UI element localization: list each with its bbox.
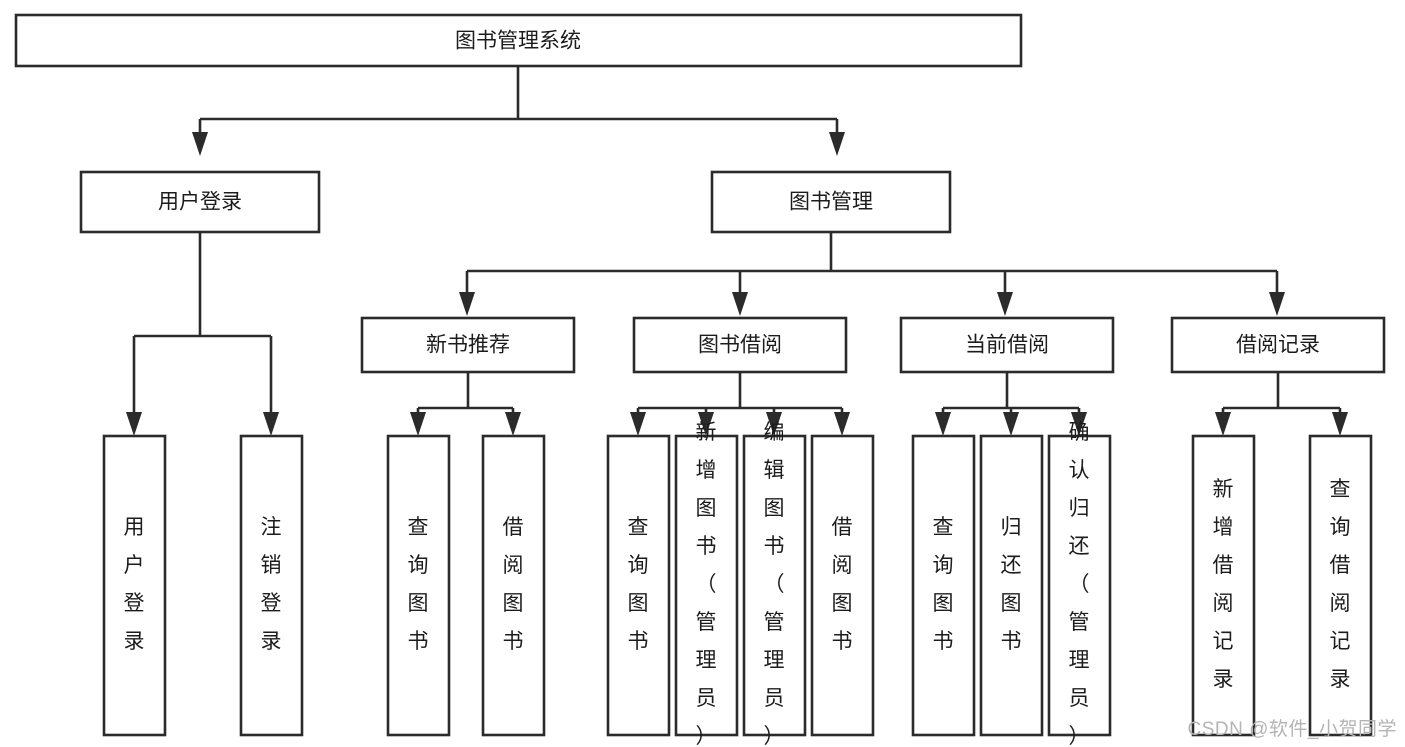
node-root-label: 图书管理系统 — [455, 30, 581, 53]
node-book-borrow-label: 图书借阅 — [698, 334, 782, 357]
leaf-book-borrow-2[interactable]: 编辑图书（管理员） — [742, 421, 807, 747]
leaf-user-login-1[interactable]: 注销登录 — [239, 434, 304, 737]
leaf-borrow-record-1-box[interactable] — [1308, 434, 1373, 737]
connector-group-root — [192, 66, 845, 156]
node-current-borrow-label: 当前借阅 — [965, 334, 1049, 357]
arrow-head-user-login-leaf-0 — [126, 412, 142, 436]
connector-group-new-book-recommend — [410, 372, 521, 436]
arrow-head-bb-leaf-3 — [834, 412, 850, 436]
leaf-book-borrow-1-label: 新增图书（管理员） — [696, 421, 717, 747]
arrow-head-br-leaf-1 — [1332, 412, 1348, 436]
node-user-login-label: 用户登录 — [158, 191, 242, 214]
leaf-borrow-record-1[interactable]: 查询借阅记录 — [1308, 434, 1373, 737]
leaf-new-book-recommend-0[interactable]: 查询图书 — [386, 434, 451, 737]
leaf-new-book-recommend-0-label: 查询图书 — [408, 516, 429, 653]
node-borrow-record-box[interactable] — [1170, 316, 1386, 374]
node-book-manage-box[interactable] — [710, 170, 952, 234]
leaf-user-login-0-box[interactable] — [102, 434, 167, 737]
leaf-current-borrow-0-box[interactable] — [911, 434, 976, 737]
arrow-head-level3-3 — [1269, 292, 1285, 316]
leaf-book-borrow-0[interactable]: 查询图书 — [606, 434, 671, 737]
leaf-current-borrow-1-label: 归还图书 — [1001, 516, 1022, 653]
leaf-borrow-record-0-box[interactable] — [1191, 434, 1256, 737]
arrow-head-cb-leaf-2 — [1071, 412, 1087, 436]
node-borrow-record[interactable]: 借阅记录 — [1170, 316, 1386, 374]
leaf-book-borrow-1-box[interactable] — [674, 434, 739, 737]
leaf-current-borrow-2-box[interactable] — [1047, 434, 1112, 737]
leaf-new-book-recommend-1-box[interactable] — [481, 434, 546, 737]
leaf-book-borrow-2-box[interactable] — [742, 434, 807, 737]
node-borrow-record-label: 借阅记录 — [1236, 334, 1320, 357]
node-book-borrow-box[interactable] — [632, 316, 848, 374]
csdn-watermark: CSDN @软件_小贺同学 — [1187, 719, 1397, 740]
connector-group-book-borrow — [630, 372, 850, 436]
connector-group-book-manage — [459, 232, 1285, 316]
leaf-book-borrow-0-box[interactable] — [606, 434, 671, 737]
arrow-head-br-leaf-0 — [1215, 412, 1231, 436]
leaf-borrow-record-0-label: 新增借阅记录 — [1213, 478, 1234, 691]
node-new-book-recommend-box[interactable] — [360, 316, 576, 374]
arrow-head-cb-leaf-1 — [1003, 412, 1019, 436]
leaf-book-borrow-3[interactable]: 借阅图书 — [810, 434, 875, 737]
node-root-box[interactable] — [14, 13, 1023, 68]
node-book-manage[interactable]: 图书管理 — [710, 170, 952, 234]
connector-group-user-login — [126, 232, 279, 436]
leaf-user-login-1-box[interactable] — [239, 434, 304, 737]
arrow-head-book-manage — [829, 132, 845, 156]
node-new-book-recommend[interactable]: 新书推荐 — [360, 316, 576, 374]
leaf-borrow-record-0[interactable]: 新增借阅记录 — [1191, 434, 1256, 737]
node-current-borrow[interactable]: 当前借阅 — [899, 316, 1115, 374]
leaf-user-login-1-label: 注销登录 — [261, 516, 282, 653]
arrow-head-nbr-leaf-0 — [410, 412, 426, 436]
leaf-book-borrow-3-label: 借阅图书 — [832, 516, 853, 653]
leaf-current-borrow-0-label: 查询图书 — [933, 516, 954, 653]
arrow-head-cb-leaf-0 — [935, 412, 951, 436]
leaf-user-login-0-label: 用户登录 — [124, 516, 145, 653]
leaf-user-login-0[interactable]: 用户登录 — [102, 434, 167, 737]
leaf-current-borrow-0[interactable]: 查询图书 — [911, 434, 976, 737]
leaf-new-book-recommend-1[interactable]: 借阅图书 — [481, 434, 546, 737]
arrow-head-level3-2 — [997, 292, 1013, 316]
node-book-manage-label: 图书管理 — [789, 191, 873, 214]
leaf-book-borrow-3-box[interactable] — [810, 434, 875, 737]
connector-group-current-borrow — [935, 372, 1087, 436]
leaf-book-borrow-2-label: 编辑图书（管理员） — [764, 421, 785, 747]
arrow-head-nbr-leaf-1 — [505, 412, 521, 436]
arrow-head-user-login-leaf-1 — [263, 412, 279, 436]
arrow-head-bb-leaf-1 — [698, 412, 714, 436]
arrow-head-user-login — [192, 132, 208, 156]
arrow-head-bb-leaf-0 — [630, 412, 646, 436]
node-user-login[interactable]: 用户登录 — [79, 170, 321, 234]
leaf-book-borrow-1[interactable]: 新增图书（管理员） — [674, 421, 739, 747]
leaf-current-borrow-2-label: 确认归还（管理员） — [1069, 421, 1090, 747]
node-current-borrow-box[interactable] — [899, 316, 1115, 374]
leaf-book-borrow-0-label: 查询图书 — [628, 516, 649, 653]
connector-group-borrow-record — [1215, 372, 1348, 436]
leaf-current-borrow-1[interactable]: 归还图书 — [979, 434, 1044, 737]
node-new-book-recommend-label: 新书推荐 — [426, 334, 510, 357]
node-root[interactable]: 图书管理系统 — [14, 13, 1023, 68]
leaf-current-borrow-1-box[interactable] — [979, 434, 1044, 737]
node-book-borrow[interactable]: 图书借阅 — [632, 316, 848, 374]
leaf-current-borrow-2[interactable]: 确认归还（管理员） — [1047, 421, 1112, 747]
leaf-borrow-record-1-label: 查询借阅记录 — [1330, 478, 1351, 691]
leaf-new-book-recommend-1-label: 借阅图书 — [503, 516, 524, 653]
leaf-new-book-recommend-0-box[interactable] — [386, 434, 451, 737]
arrow-head-level3-1 — [732, 292, 748, 316]
arrow-head-level3-0 — [459, 292, 475, 316]
arrow-head-bb-leaf-2 — [766, 412, 782, 436]
